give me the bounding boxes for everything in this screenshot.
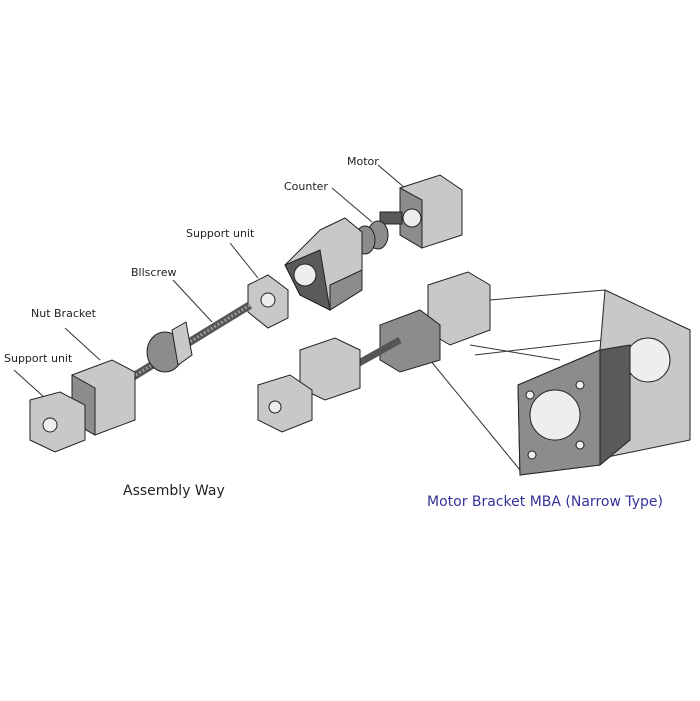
support-unit-top-part <box>247 274 289 329</box>
motor-part <box>379 174 463 249</box>
caption-motor-bracket: Motor Bracket MBA (Narrow Type) <box>427 494 663 510</box>
label-support-unit-bottom: Support unit <box>4 352 73 365</box>
label-motor: Motor <box>347 155 379 168</box>
caption-assembly-way: Assembly Way <box>123 483 225 499</box>
support-unit-bottom-part <box>29 391 86 453</box>
label-counter: Counter <box>284 180 328 193</box>
bracket-detail <box>517 289 691 476</box>
motor-bracket-part <box>284 217 363 311</box>
label-support-unit-top: Support unit <box>186 227 255 240</box>
assembled-unit <box>257 271 491 433</box>
label-ballscrew: Bllscrew <box>131 266 177 279</box>
label-nut-bracket: Nut Bracket <box>31 307 96 320</box>
